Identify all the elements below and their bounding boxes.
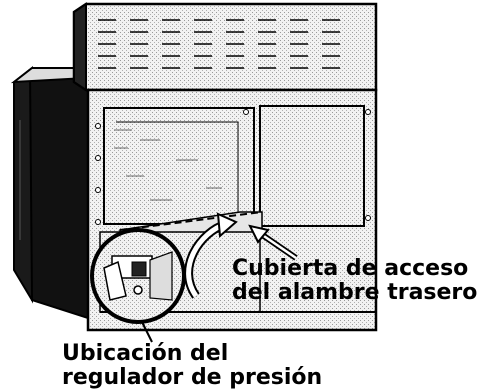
regulator-callout: Ubicación del regulador de presión	[62, 342, 322, 390]
range-left-side	[13, 65, 89, 320]
wire-cover-callout-line1: Cubierta de acceso	[232, 256, 469, 281]
wire-cover-callout: Cubierta de acceso del alambre trasero	[232, 257, 477, 305]
cover-leader-arrow	[248, 224, 298, 261]
vent-slots	[98, 19, 340, 69]
cover-arrow	[184, 212, 238, 299]
panel-screws	[95, 109, 371, 225]
regulator-callout-line2: regulador de presión	[62, 365, 323, 390]
wire-cover-callout-line2: del alambre trasero	[232, 280, 478, 305]
regulator-magnifier	[90, 228, 186, 343]
regulator-callout-line1: Ubicación del	[62, 341, 229, 366]
back-guard	[72, 2, 378, 92]
